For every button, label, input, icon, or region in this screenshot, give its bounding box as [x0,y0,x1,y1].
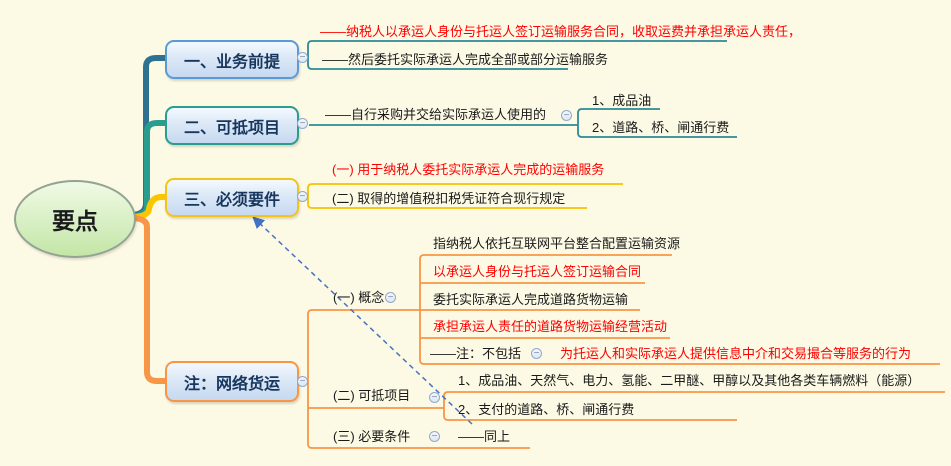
branch1-child-underlines [307,40,727,70]
node-nf-paid-tolls[interactable]: 2、支付的道路、桥、闸通行费 [458,402,635,417]
node-necessary-conditions[interactable]: (三) 必要条件 [333,429,411,444]
branch-line-4 [128,215,169,384]
topic-network-freight[interactable]: 注：网络货运 [165,361,299,402]
central-topic[interactable]: 要点 [14,180,136,258]
node-note-excludes[interactable]: ——注：不包括 [430,346,522,361]
topic-deductible-items[interactable]: 二、可抵项目 [165,106,299,145]
node-concept-bear-responsibility[interactable]: 承担承运人责任的道路货物运输经营活动 [433,319,668,334]
node-excluded-behavior[interactable]: 为托运人和实际承运人提供信息中介和交易撮合等服务的行为 [560,346,912,361]
collapse-icon[interactable]: − [297,376,308,387]
collapse-icon[interactable]: − [429,392,440,403]
node-used-for-transport-service[interactable]: (一) 用于纳税人委托实际承运人完成的运输服务 [332,162,605,177]
collapse-icon[interactable]: − [561,110,572,121]
topic-business-premise-label: 一、业务前提 [183,53,280,71]
topic-network-freight-label: 注：网络货运 [183,375,280,393]
node-concept-sign-contract[interactable]: 以承运人身份与托运人签订运输合同 [433,264,642,279]
central-topic-label: 要点 [52,208,98,234]
node-entrust-actual-carrier[interactable]: ——然后委托实际承运人完成全部或部分运输服务 [322,52,609,67]
branch4-outer-bracket [307,309,530,449]
relationship-arrow[interactable] [252,216,473,425]
collapse-icon[interactable]: − [429,431,440,442]
node-road-bridge-tolls[interactable]: 2、道路、桥、闸通行费 [592,120,730,135]
node-refined-oil[interactable]: 1、成品油 [592,93,652,108]
node-concept-platform[interactable]: 指纳税人依托互联网平台整合配置运输资源 [433,236,681,251]
topic-required-conditions[interactable]: 三、必须要件 [165,178,299,217]
branch2-child-bracket [577,108,737,138]
collapse-icon[interactable]: − [531,348,542,359]
node-same-as-above[interactable]: ——同上 [458,429,511,444]
topic-deductible-items-label: 二、可抵项目 [183,119,280,137]
topic-required-conditions-label: 三、必须要件 [183,191,280,209]
collapse-icon[interactable]: − [297,118,308,129]
topic-business-premise[interactable]: 一、业务前提 [165,40,299,79]
node-nf-fuels[interactable]: 1、成品油、天然气、电力、氢能、二甲醚、甲醇以及其他各类车辆燃料（能源） [458,373,921,388]
deductible-children-bracket [443,391,945,421]
node-nf-deductible-items[interactable]: (二) 可抵项目 [333,388,411,403]
collapse-icon[interactable]: − [297,52,308,63]
node-concept[interactable]: (一) 概念 [333,290,385,305]
node-concept-entrust-transport[interactable]: 委托实际承运人完成道路货物运输 [433,292,629,307]
collapse-icon[interactable]: − [385,292,396,303]
branch3-child-underlines [307,183,623,209]
collapse-icon[interactable]: − [297,191,308,202]
node-self-purchase[interactable]: ——自行采购并交给实际承运人使用的 [325,107,547,122]
node-vat-certificate[interactable]: (二) 取得的增值税扣税凭证符合现行规定 [332,191,566,206]
node-carrier-contract[interactable]: ——纳税人以承运人身份与托运人签订运输服务合同，收取运费并承担承运人责任， [320,24,802,39]
